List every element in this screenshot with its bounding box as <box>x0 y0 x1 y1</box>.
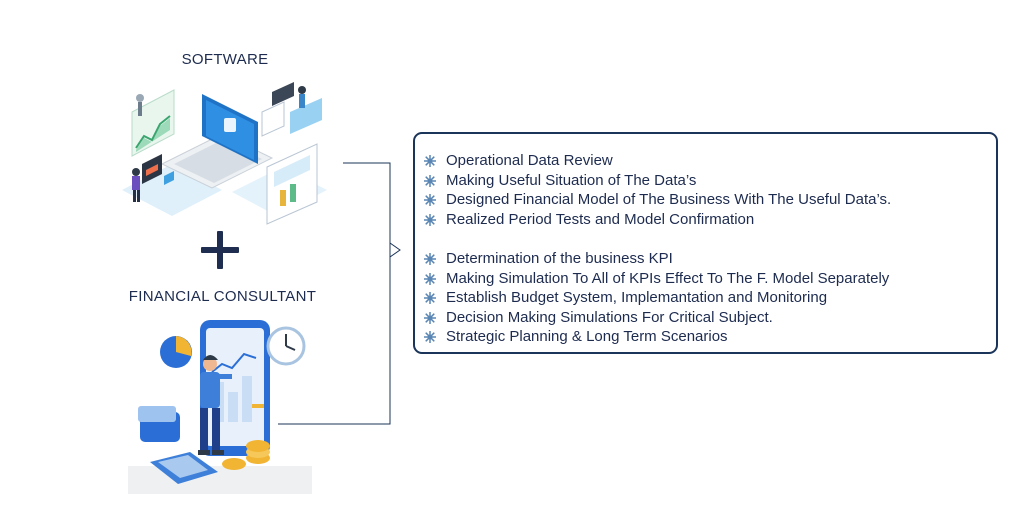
services-group-data-model: Operational Data Review Making Useful Si… <box>423 151 891 229</box>
list-item-text: Making Useful Situation of The Data’s <box>446 171 697 189</box>
list-item-text: Establish Budget System, Implemantation … <box>446 289 828 307</box>
laptop-dashboard-illustration <box>122 82 327 225</box>
list-item: Making Useful Situation of The Data’s <box>423 171 891 191</box>
list-item-text: Strategic Planning & Long Term Scenarios <box>446 328 728 346</box>
list-item-text: Operational Data Review <box>446 152 613 169</box>
list-item: Determination of the business KPI <box>423 249 889 269</box>
list-item-text: Decision Making Simulations For Critical… <box>446 308 773 326</box>
list-item: Operational Data Review <box>423 151 891 171</box>
consultant-chart-illustration <box>128 320 312 494</box>
list-item: Making Simulation To All of KPIs Effect … <box>423 269 889 289</box>
services-group-kpi-planning: Determination of the business KPI Making… <box>423 249 889 347</box>
list-item: Strategic Planning & Long Term Scenarios <box>423 327 889 347</box>
software-title: SOFTWARE <box>181 51 269 68</box>
plus-icon <box>199 228 243 272</box>
starburst-bullet-icon <box>423 311 437 325</box>
starburst-bullet-icon <box>423 154 437 168</box>
list-item-text: Determination of the business KPI <box>446 250 673 267</box>
starburst-bullet-icon <box>423 174 437 188</box>
list-item: Decision Making Simulations For Critical… <box>423 308 889 328</box>
list-item: Establish Budget System, Implemantation … <box>423 288 889 308</box>
consultant-title: FINANCIAL CONSULTANT <box>128 288 317 305</box>
services-box: Operational Data Review Making Useful Si… <box>413 132 998 354</box>
starburst-bullet-icon <box>423 193 437 207</box>
list-item-text: Making Simulation To All of KPIs Effect … <box>446 269 890 287</box>
list-item-text: Realized Period Tests and Model Confirma… <box>446 210 755 228</box>
list-item-text: Designed Financial Model of The Business… <box>446 191 892 209</box>
starburst-bullet-icon <box>423 272 437 286</box>
starburst-bullet-icon <box>423 213 437 227</box>
list-item: Realized Period Tests and Model Confirma… <box>423 210 891 230</box>
starburst-bullet-icon <box>423 252 437 266</box>
starburst-bullet-icon <box>423 330 437 344</box>
starburst-bullet-icon <box>423 291 437 305</box>
list-item: Designed Financial Model of The Business… <box>423 190 891 210</box>
